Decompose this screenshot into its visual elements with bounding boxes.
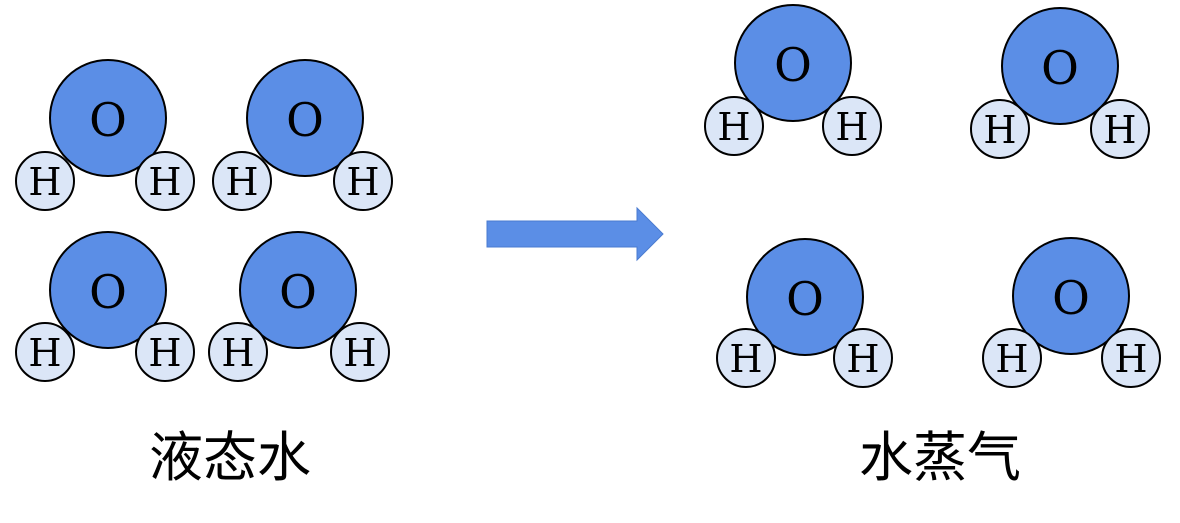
hydrogen-atom-label: H: [846, 337, 879, 381]
hydrogen-atom-label: H: [343, 331, 376, 375]
hydrogen-atom: [208, 322, 268, 382]
vapor-molecule-2: OH H: [970, 7, 1150, 159]
oxygen-atom-label: O: [286, 93, 324, 147]
hydrogen-atom-label: H: [225, 160, 258, 204]
oxygen-atom-label: O: [774, 38, 812, 92]
hydrogen-atom: [704, 96, 764, 156]
oxygen-atom: [734, 4, 852, 122]
liquid-molecule-3: OH H: [15, 231, 195, 382]
hydrogen-atom-label: H: [148, 160, 181, 204]
hydrogen-atom: [212, 151, 272, 211]
oxygen-atom: [239, 231, 357, 349]
liquid-molecule-2: OH H: [212, 59, 393, 211]
hydrogen-atom-label: H: [28, 160, 61, 204]
hydrogen-atom: [1101, 328, 1161, 388]
hydrogen-atom-label: H: [1103, 108, 1136, 152]
hydrogen-atom: [333, 151, 393, 211]
vapor-molecule-1: OH H: [704, 4, 882, 156]
hydrogen-atom-label: H: [1114, 337, 1147, 381]
hydrogen-atom-label: H: [995, 337, 1028, 381]
hydrogen-atom: [970, 99, 1030, 159]
oxygen-atom: [746, 238, 864, 356]
caption-liquid-water: 液态水: [149, 426, 311, 489]
hydrogen-atom-label: H: [729, 337, 762, 381]
right-arrow-icon: [486, 206, 664, 262]
oxygen-atom-label: O: [786, 272, 824, 326]
hydrogen-atom: [15, 151, 75, 211]
hydrogen-atom: [982, 328, 1042, 388]
oxygen-atom: [246, 59, 364, 177]
hydrogen-atom: [1090, 99, 1150, 159]
oxygen-atom-label: O: [1052, 271, 1090, 325]
oxygen-atom-label: O: [89, 265, 127, 319]
hydrogen-atom: [135, 322, 195, 382]
vapor-molecule-4: OH H: [982, 237, 1161, 388]
oxygen-atom-label: O: [279, 265, 317, 319]
hydrogen-atom-label: H: [148, 331, 181, 375]
oxygen-atom: [1012, 237, 1130, 355]
hydrogen-atom-label: H: [717, 105, 750, 149]
hydrogen-atom-label: H: [346, 160, 379, 204]
caption-water-vapor: 水蒸气: [859, 426, 1021, 489]
hydrogen-atom-label: H: [221, 331, 254, 375]
oxygen-atom-label: O: [89, 93, 127, 147]
hydrogen-atom-label: H: [28, 331, 61, 375]
hydrogen-atom-label: H: [835, 105, 868, 149]
oxygen-atom: [1001, 7, 1119, 125]
hydrogen-atom: [15, 322, 75, 382]
hydrogen-atom: [330, 322, 390, 382]
liquid-molecule-1: OH H: [15, 59, 195, 211]
liquid-molecule-4: OH H: [208, 231, 390, 382]
oxygen-atom-label: O: [1041, 41, 1079, 95]
vapor-molecule-3: OH H: [716, 238, 893, 388]
oxygen-atom: [49, 231, 167, 349]
hydrogen-atom: [716, 328, 776, 388]
hydrogen-atom: [833, 328, 893, 388]
hydrogen-atom: [135, 151, 195, 211]
hydrogen-atom-label: H: [983, 108, 1016, 152]
oxygen-atom: [49, 59, 167, 177]
hydrogen-atom: [822, 96, 882, 156]
